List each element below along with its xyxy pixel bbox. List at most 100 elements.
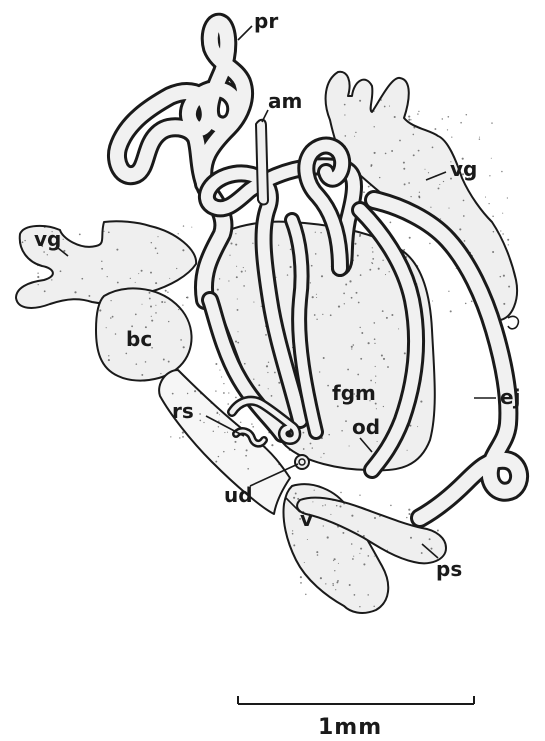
- stipple-dot: [271, 444, 273, 446]
- stipple-dot: [344, 104, 346, 106]
- stipple-dot: [413, 154, 415, 156]
- stipple-dot: [360, 274, 362, 276]
- stipple-dot: [149, 292, 151, 294]
- stipple-dot: [403, 162, 405, 164]
- stipple-dot: [316, 294, 317, 295]
- stipple-dot: [371, 262, 372, 263]
- stipple-dot: [419, 197, 421, 199]
- stipple-dot: [503, 303, 505, 305]
- stipple-dot: [293, 497, 295, 499]
- stipple-dot: [88, 295, 90, 297]
- stipple-dot: [37, 273, 38, 274]
- stipple-dot: [411, 119, 412, 120]
- stipple-dot: [187, 297, 189, 299]
- stipple-dot: [390, 222, 392, 224]
- stipple-dot: [235, 397, 237, 399]
- stipple-dot: [182, 304, 183, 305]
- stipple-dot: [247, 468, 249, 470]
- stipple-dot: [141, 374, 143, 376]
- stipple-dot: [224, 432, 225, 433]
- stipple-dot: [179, 437, 180, 438]
- stipple-dot: [356, 292, 358, 294]
- stipple-dot: [150, 306, 152, 308]
- stipple-dot: [418, 270, 419, 271]
- stipple-dot: [160, 373, 161, 374]
- stipple-dot: [382, 310, 384, 312]
- stipple-dot: [330, 514, 331, 515]
- stipple-dot: [479, 137, 480, 138]
- stipple-dot: [115, 333, 117, 335]
- stipple-dot: [312, 501, 313, 502]
- stipple-dot: [316, 319, 317, 320]
- label-rs: rs: [172, 399, 194, 423]
- stipple-dot: [258, 384, 260, 386]
- stipple-dot: [292, 530, 293, 531]
- stipple-dot: [489, 175, 490, 176]
- stipple-dot: [161, 301, 163, 303]
- stipple-dot: [182, 436, 184, 438]
- label-ud: ud: [224, 483, 253, 507]
- stipple-dot: [320, 232, 321, 233]
- stipple-dot: [322, 505, 323, 506]
- stipple-dot: [380, 99, 382, 101]
- stipple-dot: [108, 359, 110, 361]
- stipple-dot: [394, 116, 396, 118]
- stipple-dot: [244, 363, 246, 365]
- stipple-dot: [370, 166, 371, 167]
- stipple-dot: [347, 369, 349, 371]
- label-am: am: [268, 89, 302, 113]
- stipple-dot: [501, 171, 503, 173]
- stipple-dot: [317, 554, 319, 556]
- stipple-dot: [464, 240, 466, 242]
- stipple-dot: [169, 278, 170, 279]
- stipple-dot: [315, 232, 316, 233]
- stipple-dot: [265, 446, 266, 447]
- scale-bar-label: 1mm: [318, 715, 382, 740]
- stipple-dot: [287, 274, 288, 275]
- stipple-dot: [408, 513, 410, 515]
- stipple-dot: [418, 111, 419, 112]
- stipple-dot: [303, 432, 305, 434]
- stipple-dot: [325, 504, 326, 505]
- uterine-duct-opening: [295, 455, 309, 469]
- stipple-dot: [352, 344, 354, 346]
- stipple-dot: [332, 583, 333, 584]
- stipple-dot: [349, 584, 351, 586]
- stipple-dot: [219, 370, 220, 371]
- stipple-dot: [278, 382, 280, 384]
- stipple-dot: [419, 192, 420, 193]
- stipple-dot: [500, 276, 502, 278]
- stipple-dot: [135, 282, 136, 283]
- stipple-dot: [320, 577, 322, 579]
- stipple-dot: [235, 340, 237, 342]
- stipple-dot: [237, 331, 238, 332]
- stipple-dot: [316, 297, 317, 298]
- stipple-dot: [463, 200, 465, 202]
- stipple-dot: [352, 558, 354, 560]
- stipple-dot: [151, 242, 152, 243]
- label-ps: ps: [436, 557, 462, 581]
- label-ej: ej: [500, 385, 520, 409]
- stipple-dot: [448, 208, 449, 209]
- stipple-dot: [359, 553, 360, 554]
- stipple-dot: [310, 443, 312, 445]
- stipple-dot: [230, 242, 232, 244]
- stipple-dot: [390, 505, 392, 507]
- stipple-dot: [421, 552, 423, 554]
- stipple-dot: [165, 290, 167, 292]
- stipple-dot: [200, 420, 202, 422]
- stipple-dot: [245, 270, 246, 271]
- stipple-dot: [354, 594, 356, 596]
- stipple-dot: [236, 276, 238, 278]
- stipple-dot: [336, 581, 338, 583]
- stipple-dot: [304, 562, 305, 563]
- stipple-dot: [170, 436, 171, 437]
- stipple-dot: [459, 228, 461, 230]
- stipple-dot: [182, 249, 184, 251]
- stipple-dot: [410, 196, 411, 197]
- stipple-dot: [391, 314, 393, 316]
- stipple-dot: [431, 548, 433, 550]
- stipple-dot: [125, 353, 127, 355]
- stipple-dot: [245, 455, 247, 457]
- stipple-dot: [141, 270, 143, 272]
